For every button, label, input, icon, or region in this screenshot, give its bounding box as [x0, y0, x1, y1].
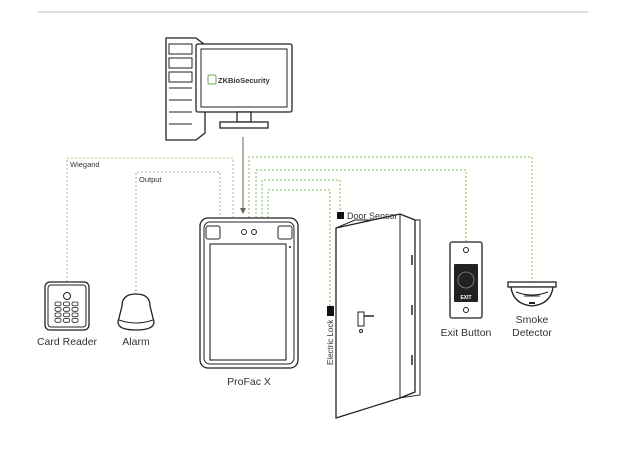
keypad — [54, 301, 79, 323]
keypad-key — [54, 312, 62, 318]
door-sensor-wire — [261, 179, 341, 218]
keypad-key — [71, 318, 79, 323]
smoke-detector-label-line1: Smoke — [516, 314, 549, 326]
wiegand-wire — [66, 157, 234, 282]
connection-wires — [66, 137, 533, 306]
door-sensor-label: Door Sensor — [347, 211, 398, 221]
keypad-key — [71, 307, 79, 312]
smoke-detector-label-line2: Detector — [512, 327, 552, 339]
electric-lock-wire — [267, 189, 331, 306]
camera-lens-icon — [251, 229, 257, 235]
computer: ZKBioSecurity — [165, 37, 293, 141]
keypad-key — [71, 301, 79, 307]
pc-tower-icon — [165, 37, 206, 141]
profac-terminal — [199, 217, 299, 369]
alarm-siren-icon — [117, 293, 155, 331]
keypad-key — [63, 312, 70, 318]
exit-button-wire — [255, 169, 467, 242]
monitor-icon — [195, 43, 293, 129]
output-wire — [135, 171, 221, 295]
network-arrow-icon — [240, 208, 246, 214]
keypad-key — [54, 301, 62, 307]
keypad-key — [63, 301, 70, 307]
software-logo: ZKBioSecurity — [207, 74, 271, 85]
card-reader-icon — [44, 281, 90, 331]
door-icon — [335, 213, 421, 419]
electric-lock-label: Electric Lock — [326, 319, 335, 365]
right-sensor-window — [277, 225, 293, 240]
keypad-key — [54, 307, 62, 312]
exit-button-label: Exit Button — [441, 327, 492, 339]
software-name: ZKBioSecurity — [218, 76, 271, 85]
exit-button-face-text: EXIT — [460, 295, 471, 301]
card-reader-label: Card Reader — [37, 336, 98, 348]
smoke-detector-icon — [507, 281, 557, 307]
door-sensor-icon — [337, 212, 344, 219]
terminal-screen — [209, 243, 287, 361]
keypad-key — [63, 318, 70, 323]
zk-shield-icon — [207, 74, 217, 85]
keypad-key — [54, 318, 62, 323]
wiegand-label: Wiegand — [70, 160, 100, 169]
keypad-key — [71, 312, 79, 318]
keypad-key — [63, 307, 70, 312]
electric-lock-icon — [327, 306, 334, 316]
camera-lens-icon — [241, 229, 247, 235]
output-label: Output — [139, 175, 162, 184]
terminal-label: ProFac X — [227, 376, 271, 388]
alarm-label: Alarm — [122, 336, 150, 348]
left-sensor-window — [205, 225, 221, 240]
exit-button-icon: EXIT — [449, 241, 483, 319]
